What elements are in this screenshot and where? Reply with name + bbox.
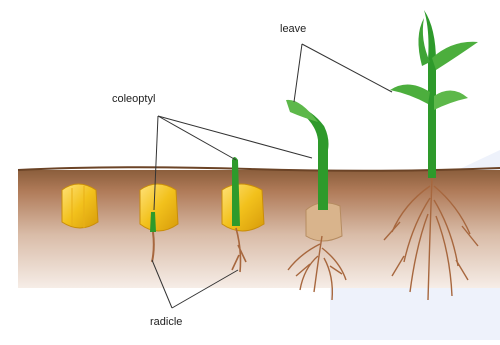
label-leave: leave [280,23,306,35]
seed [140,184,178,231]
label-coleoptyl: coleoptyl [112,93,155,105]
coleoptile-bud [150,212,156,232]
seed [222,184,264,231]
label-radicle: radicle [150,316,182,328]
seed [62,184,98,228]
stage-seed [62,184,98,228]
